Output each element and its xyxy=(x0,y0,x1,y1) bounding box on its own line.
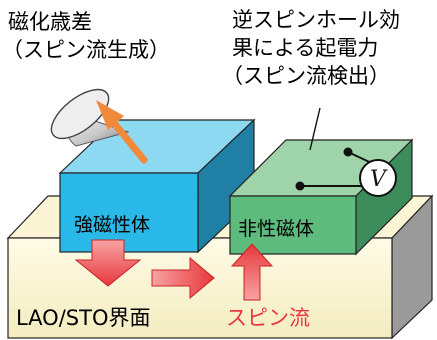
inverse-she-label-line1: 逆スピンホール効 xyxy=(232,8,400,32)
voltmeter-circuit: V xyxy=(295,147,397,197)
ferromagnet-front-face xyxy=(59,172,199,253)
inverse-she-label-line2: 果による起電力 xyxy=(232,36,379,60)
nonmagnet-front-face xyxy=(229,195,357,255)
spin-arrow-right-icon xyxy=(151,256,215,300)
spin-arrow-down-icon xyxy=(74,239,142,287)
ferromagnet-label: 強磁性体 xyxy=(74,214,151,236)
voltmeter-symbol: V xyxy=(370,167,388,192)
precession-label-line1: 磁化歳差 xyxy=(8,10,92,34)
voltmeter-icon xyxy=(359,159,397,197)
spin-arrow-up-icon xyxy=(230,243,274,301)
precession-cone-icon xyxy=(50,88,130,147)
precession-label-line2: （スピン流生成） xyxy=(2,38,170,62)
magnetization-arrow-icon xyxy=(96,100,148,164)
contact-lower xyxy=(295,181,305,191)
spin-current-arrows xyxy=(74,239,274,301)
inverse-she-label-line3: （スピン流検出） xyxy=(222,64,390,88)
leader-line-inverse-she xyxy=(309,107,321,151)
contact-upper xyxy=(343,147,353,157)
nonmagnet-label: 非性磁体 xyxy=(238,218,315,240)
interface-label: LAO/STO界面 xyxy=(16,306,151,330)
spin-current-label: スピン流 xyxy=(226,306,310,330)
